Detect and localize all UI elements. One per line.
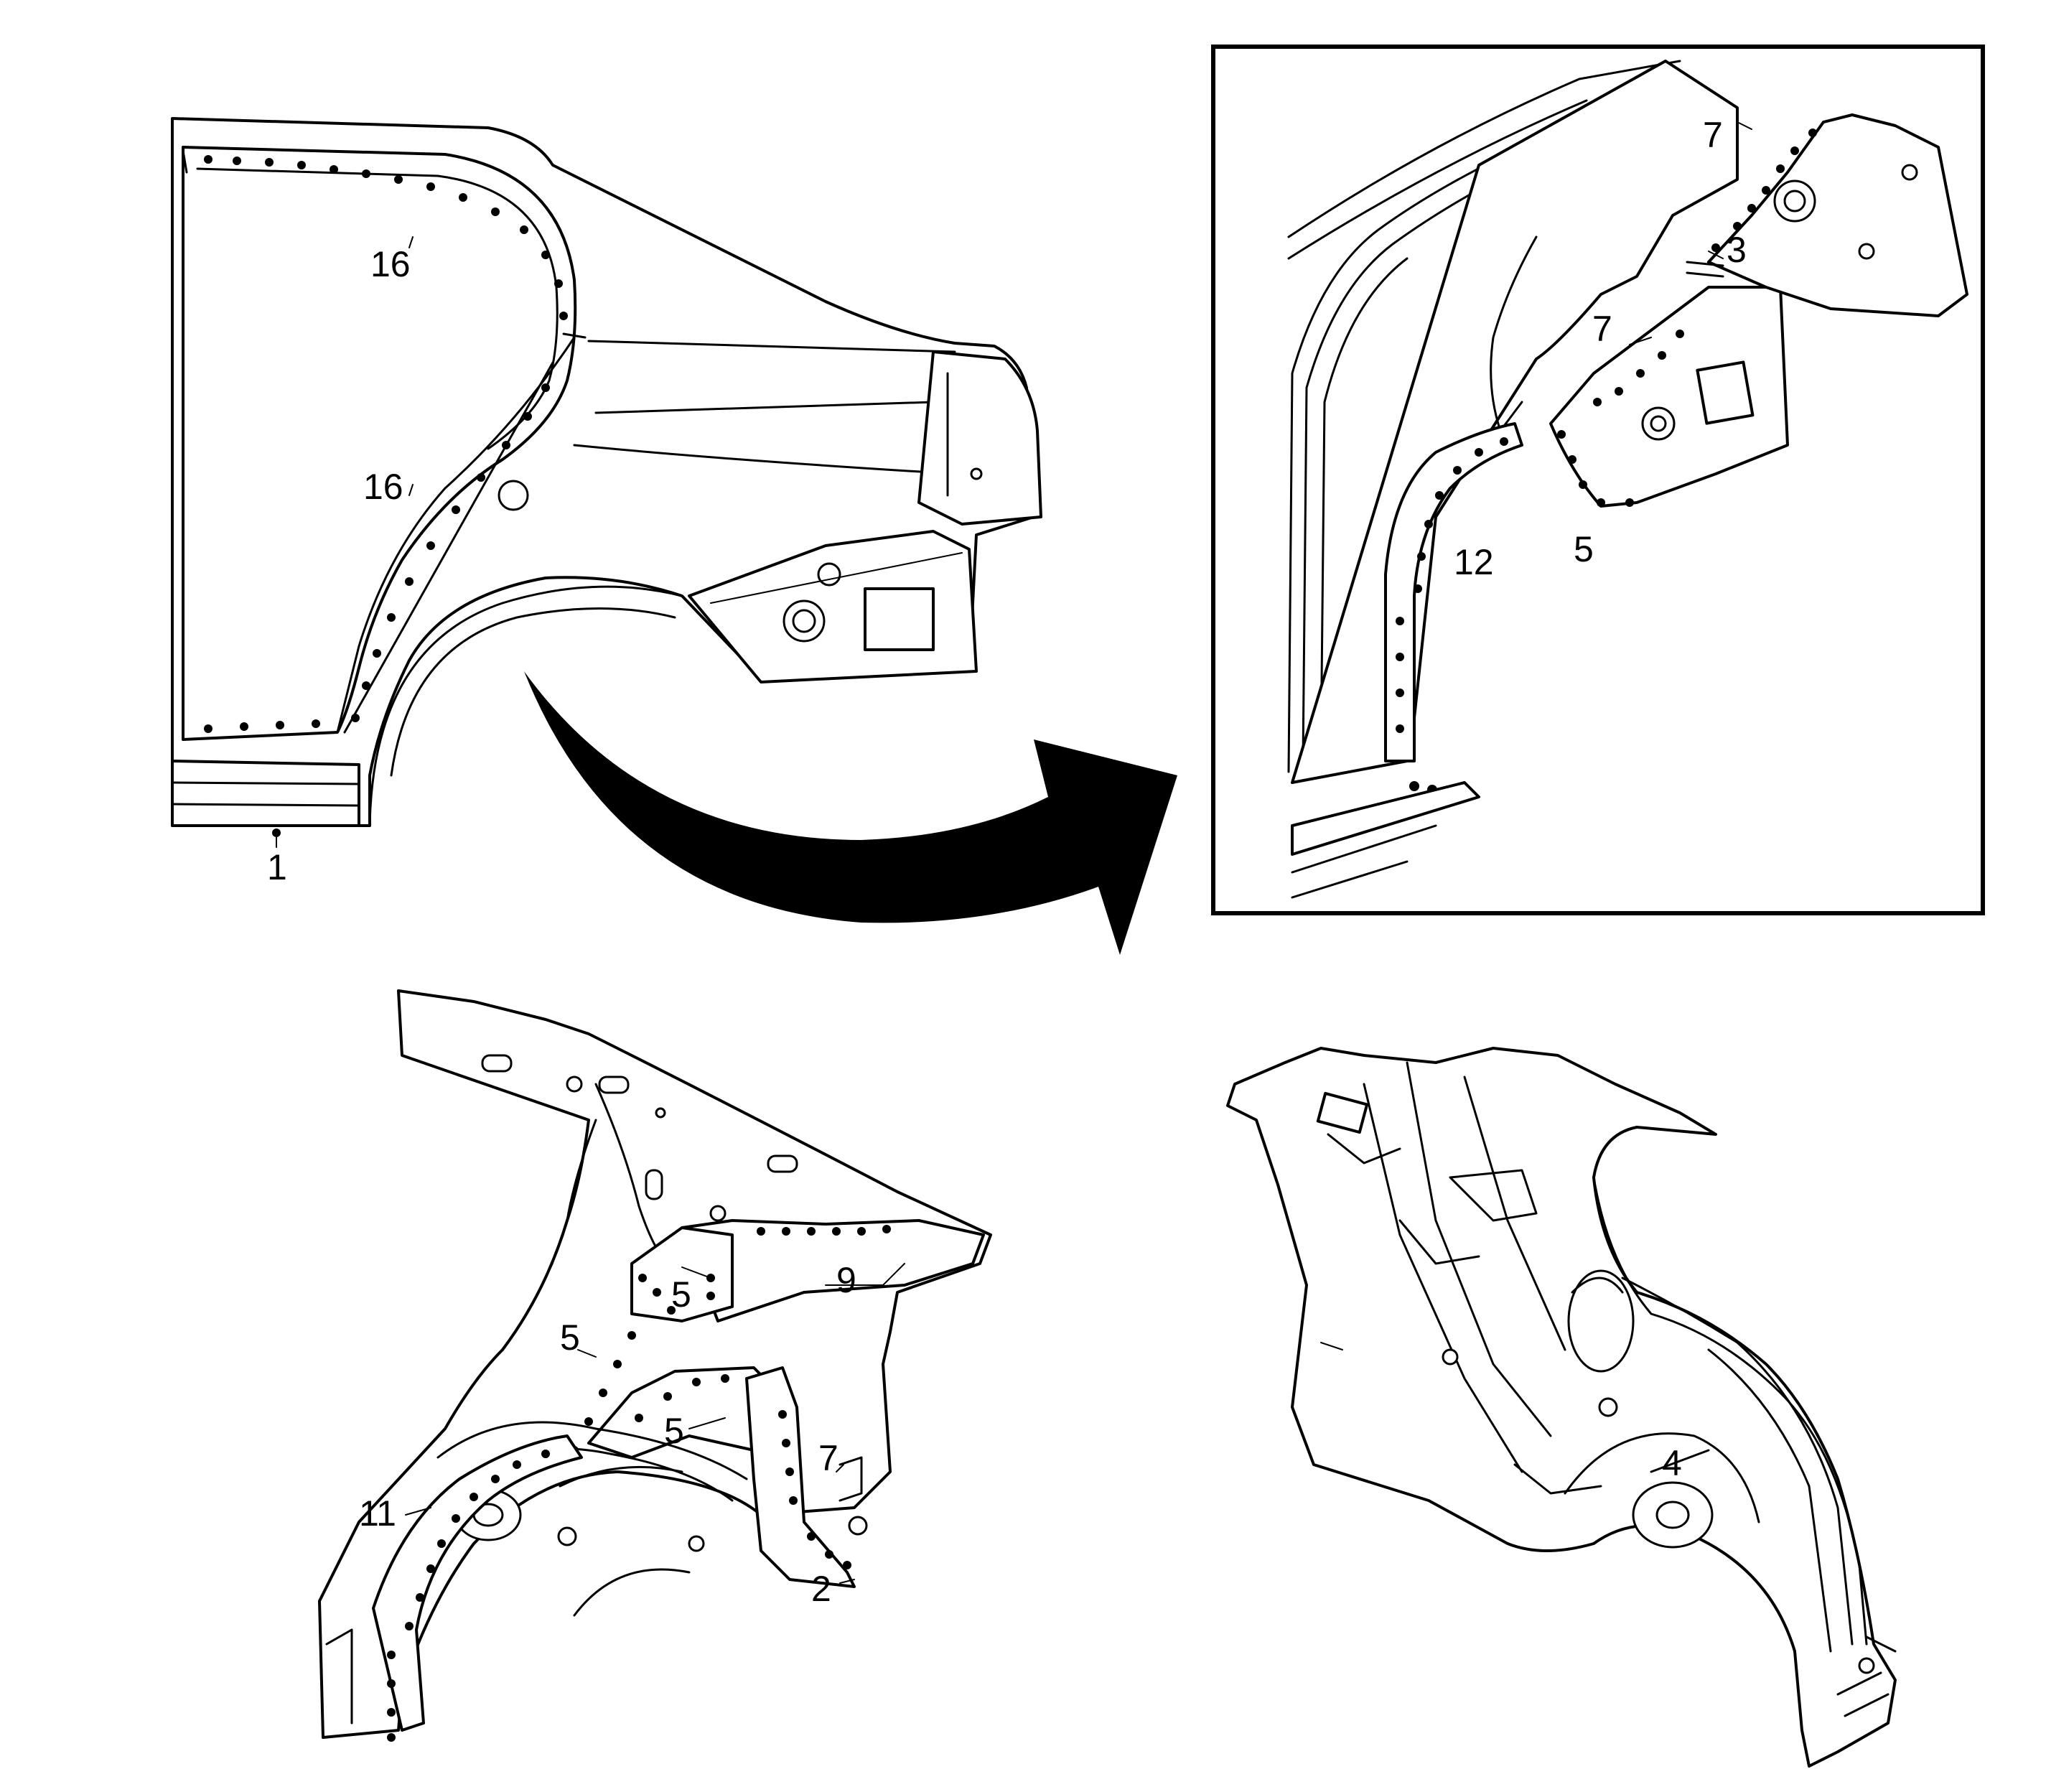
callout-3: 3 [1727, 230, 1747, 270]
callout-5-upper: 5 [671, 1274, 691, 1315]
callout-12: 12 [1454, 542, 1494, 582]
inner-panel-assembly [318, 989, 992, 1742]
callout-16-lower: 16 [363, 467, 403, 507]
callout-2: 2 [811, 1569, 831, 1609]
wheelhouse-assembly [1226, 1047, 1897, 1768]
callout-11: 11 [359, 1493, 396, 1534]
callout-7-lower: 7 [818, 1438, 839, 1478]
callout-16-upper: 16 [370, 244, 411, 284]
callout-5-inset: 5 [1574, 529, 1594, 569]
direction-arrow [524, 671, 1177, 955]
callout-5-mid: 5 [664, 1411, 684, 1451]
callout-9: 9 [836, 1260, 856, 1300]
callout-5-left: 5 [560, 1317, 580, 1358]
callout-4: 4 [1662, 1443, 1682, 1483]
callout-7-inset-mid: 7 [1592, 309, 1612, 349]
leader-lines [276, 121, 1752, 1584]
detail-inset [1211, 45, 1985, 915]
callout-labels: 1 16 16 7 3 7 12 5 9 5 5 5 7 11 2 4 [267, 115, 1747, 1609]
quarter-panel-side-view [171, 117, 1042, 837]
callout-7-inset-top: 7 [1703, 115, 1723, 155]
callout-1: 1 [267, 847, 287, 887]
